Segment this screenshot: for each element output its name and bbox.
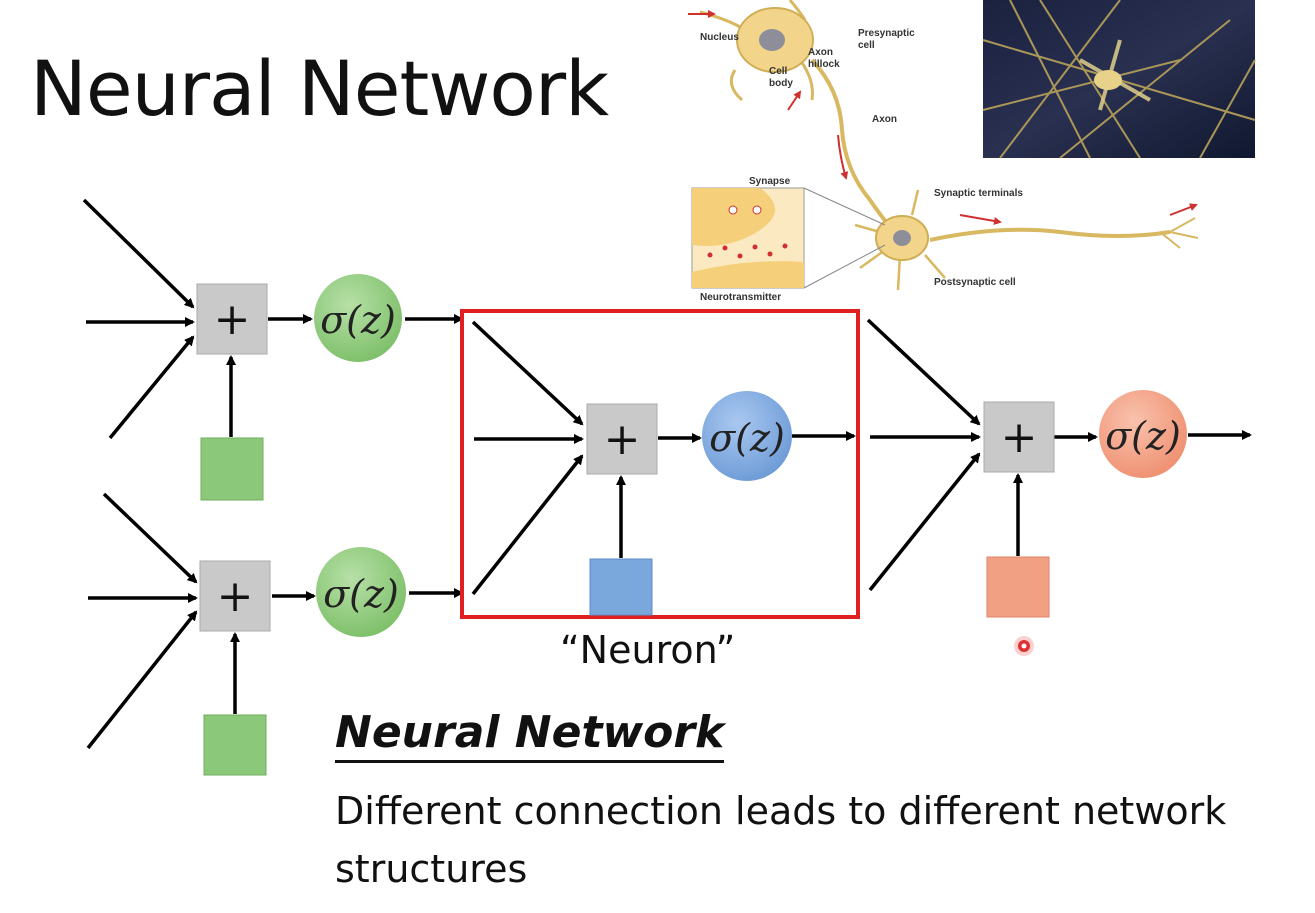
label-synapse: Synapse <box>749 176 791 187</box>
input-arrow <box>102 492 198 584</box>
bias-box-green <box>200 437 264 501</box>
bias-box-orange <box>986 556 1050 618</box>
neuron-photo <box>982 0 1256 159</box>
sum-node-right: + <box>983 401 1055 473</box>
activation-node-right: σ(z) <box>1099 390 1187 478</box>
neuron-anatomy-illustration: Nucleus Cell body Axon hillock Presynapt… <box>688 0 1199 303</box>
activation-node-middle: σ(z) <box>702 391 792 481</box>
label-axon-hillock: Axon hillock <box>808 47 840 70</box>
sigma-symbol: σ(z) <box>709 416 785 460</box>
plus-symbol: + <box>214 294 251 345</box>
subtitle: Neural Network <box>335 706 725 763</box>
input-arrow <box>471 454 584 596</box>
pointer-dot <box>1014 636 1034 656</box>
synapse-inset <box>691 187 886 289</box>
plus-symbol: + <box>604 414 641 465</box>
label-synaptic-terminals: Synaptic terminals <box>934 188 1023 199</box>
plus-symbol: + <box>217 571 254 622</box>
sum-node-top-left: + <box>196 283 268 355</box>
description: Different connection leads to different … <box>335 789 1227 891</box>
postsynaptic-cell <box>854 189 1199 291</box>
presynaptic-cell-body <box>699 0 814 102</box>
label-cell-body: Cell body <box>769 66 793 89</box>
input-arrow <box>82 198 195 309</box>
sigma-symbol: σ(z) <box>320 298 396 342</box>
label-cell-body-text: Cell <box>769 66 788 77</box>
sigma-symbol: σ(z) <box>1105 414 1181 458</box>
bias-box-green <box>203 714 267 776</box>
page-title: Neural Network <box>30 44 609 133</box>
activation-node-top-left: σ(z) <box>314 274 402 362</box>
label-postsynaptic: Postsynaptic cell <box>934 277 1016 288</box>
plus-symbol: + <box>1001 412 1038 463</box>
label-neurotransmitter: Neurotransmitter <box>700 292 781 303</box>
input-arrow <box>86 610 198 750</box>
input-arrow <box>108 335 195 440</box>
axon <box>810 58 897 234</box>
neuron-label: “Neuron” <box>560 628 736 672</box>
label-nucleus: Nucleus <box>700 32 739 43</box>
label-axon: Axon <box>872 114 897 125</box>
label-presynaptic: Presynaptic cell <box>858 28 917 51</box>
input-arrow <box>866 318 981 426</box>
input-arrow <box>471 320 584 426</box>
sum-node-middle: + <box>586 403 658 475</box>
sum-node-bottom-left: + <box>199 560 271 632</box>
input-arrow <box>868 452 981 592</box>
neuron-highlight-frame <box>460 309 860 619</box>
activation-node-bottom-left: σ(z) <box>316 547 406 637</box>
sigma-symbol: σ(z) <box>323 572 399 616</box>
bias-box-blue <box>589 558 653 616</box>
